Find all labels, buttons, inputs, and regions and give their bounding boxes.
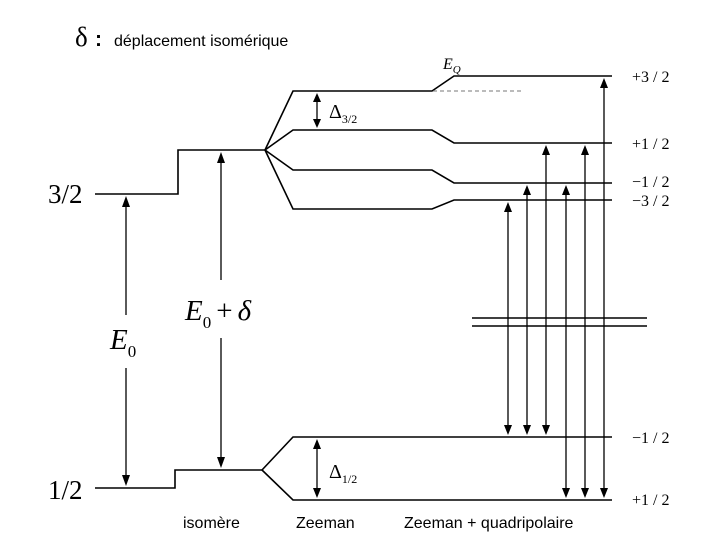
e0-plus-delta-label: E0+δ (184, 295, 252, 332)
transition-arrow-4-head-up (562, 185, 570, 195)
e0-label: E0 (109, 324, 136, 361)
sublevel-minus-3-2 (264, 149, 612, 210)
sublevel-label-minus-1-2: −1 / 2 (632, 174, 669, 191)
transition-arrow-6-head-down (600, 488, 608, 498)
transition-arrows (504, 78, 608, 498)
sublevel-plus-3-2 (264, 75, 612, 151)
transition-arrow-2-head-down (523, 425, 531, 435)
isomer-shift-description: déplacement isomérique (114, 33, 288, 50)
transition-arrow-1-head-up (504, 202, 512, 212)
transition-arrow-4-head-down (562, 488, 570, 498)
transition-arrow-3-head-down (542, 425, 550, 435)
sublevel-lower-minus-1-2 (261, 436, 612, 471)
e0-delta-delta: δ (238, 295, 252, 327)
column-label-isomer: isomère (183, 515, 240, 532)
transition-arrow-5-head-up (581, 145, 589, 155)
sublevel-lower-plus-1-2 (261, 469, 612, 501)
delta-symbol: δ (75, 22, 88, 52)
e0-symbol: E (109, 324, 128, 356)
sublevel-label-lower-plus-1-2: +1 / 2 (632, 492, 669, 509)
header-colon: : (95, 28, 102, 51)
quadrupole-subscript: Q (453, 64, 461, 76)
delta-3-2-arrowhead-down (313, 119, 321, 128)
transition-arrow-1-head-down (504, 425, 512, 435)
delta-3-2-subscript: 3/2 (342, 112, 357, 126)
transition-arrow-5-head-down (581, 488, 589, 498)
e0-arrowhead-up (122, 196, 130, 207)
sublevel-plus-1-2 (264, 129, 612, 151)
delta-1-2-arrowhead-up (313, 439, 321, 449)
delta-3-2-label: Δ3/2 (329, 101, 357, 126)
column-label-zeeman-quadrupole: Zeeman + quadripolaire (404, 515, 574, 532)
transition-arrow-2-head-up (523, 185, 531, 195)
delta-3-2-arrowhead-up (313, 93, 321, 102)
e0-delta-symbol: E (184, 295, 203, 327)
transition-arrow-3-head-up (542, 145, 550, 155)
level-1-2-base (95, 469, 262, 489)
e0-delta-arrowhead-down (217, 457, 225, 468)
delta-1-2-symbol: Δ (329, 461, 342, 483)
e0-delta-subscript: 0 (203, 313, 212, 332)
e0-subscript: 0 (128, 342, 137, 361)
quadrupole-symbol: E (442, 56, 453, 73)
delta-1-2-label: Δ1/2 (329, 461, 357, 486)
sublevel-minus-1-2 (264, 149, 612, 184)
e0-arrowhead-down (122, 475, 130, 486)
e0-delta-plus: + (216, 295, 232, 327)
delta-1-2-subscript: 1/2 (342, 472, 357, 486)
sublevel-label-minus-3-2: −3 / 2 (632, 193, 669, 210)
transition-arrow-6-head-up (600, 78, 608, 88)
column-label-zeeman: Zeeman (296, 515, 355, 532)
delta-3-2-symbol: Δ (329, 101, 342, 123)
level-3-2-base (95, 149, 265, 195)
e0-delta-arrowhead-up (217, 152, 225, 163)
delta-1-2-arrowhead-down (313, 488, 321, 498)
spin-label-3-2: 3/2 (48, 179, 83, 209)
sublevel-label-plus-1-2: +1 / 2 (632, 136, 669, 153)
quadrupole-energy-label: EQ (442, 56, 461, 76)
sublevel-label-lower-minus-1-2: −1 / 2 (632, 430, 669, 447)
spin-label-1-2: 1/2 (48, 475, 83, 505)
sublevel-label-plus-3-2: +3 / 2 (632, 69, 669, 86)
